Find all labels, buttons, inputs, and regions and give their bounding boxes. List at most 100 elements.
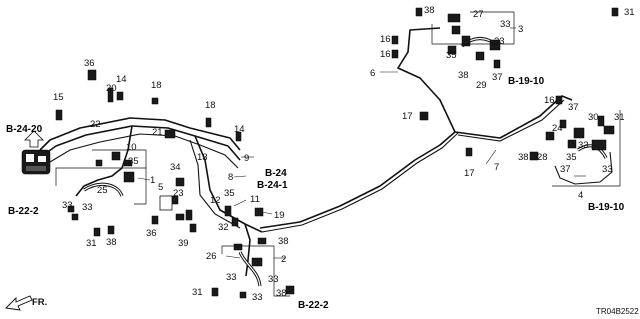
callout-23: 23 bbox=[173, 188, 184, 199]
callout-35a: 35 bbox=[128, 156, 139, 167]
callout-9: 9 bbox=[244, 153, 249, 164]
callout-33d: 33 bbox=[602, 164, 613, 175]
leader-lines bbox=[137, 27, 586, 259]
callout-18a: 18 bbox=[151, 80, 162, 91]
callout-37b: 37 bbox=[568, 102, 579, 113]
callout-33b: 33 bbox=[494, 36, 505, 47]
pipe-right-lower bbox=[554, 151, 613, 185]
callout-14b: 14 bbox=[234, 124, 245, 135]
callout-4: 4 bbox=[578, 190, 583, 201]
callout-36a: 36 bbox=[84, 58, 95, 69]
box-3 bbox=[431, 11, 515, 45]
front-direction-arrow: FR. bbox=[5, 295, 47, 311]
group-boxes bbox=[55, 11, 621, 297]
callout-33a: 33 bbox=[500, 19, 511, 30]
callout-16c: 16 bbox=[544, 95, 555, 106]
abs-modulator bbox=[21, 149, 51, 175]
ref-b-24: B-24 bbox=[265, 168, 287, 179]
callout-37c: 37 bbox=[560, 164, 571, 175]
callout-38c: 38 bbox=[518, 152, 529, 163]
callout-31c: 31 bbox=[86, 238, 97, 249]
callout-31a: 31 bbox=[624, 7, 635, 18]
callout-18b: 18 bbox=[205, 100, 216, 111]
front-arrow-icon bbox=[5, 295, 33, 311]
callout-14a: 14 bbox=[116, 74, 127, 85]
callout-35d: 35 bbox=[224, 188, 235, 199]
pipe-6-to-upper-right bbox=[259, 27, 456, 229]
callout-29: 29 bbox=[476, 80, 487, 91]
small-parts bbox=[55, 7, 619, 299]
callout-24: 24 bbox=[552, 123, 563, 134]
callout-37a: 37 bbox=[492, 72, 503, 83]
callout-16b: 16 bbox=[380, 49, 391, 60]
reference-labels: B-24-20 B-22-2 B-22-2 B-24 B-24-1 B-19-1… bbox=[6, 76, 625, 311]
callout-36b: 36 bbox=[146, 228, 157, 239]
callout-5: 5 bbox=[158, 182, 163, 193]
callout-33h: 33 bbox=[252, 292, 263, 303]
callout-33f: 33 bbox=[82, 202, 93, 213]
callout-20: 20 bbox=[106, 83, 117, 94]
callout-7: 7 bbox=[494, 162, 499, 173]
box-1b bbox=[92, 149, 147, 168]
pipe-down-center bbox=[194, 135, 263, 233]
callout-35b: 35 bbox=[446, 50, 457, 61]
diagram-code: TR04B2522 bbox=[596, 307, 639, 316]
callout-33i: 33 bbox=[268, 274, 279, 285]
pipe-7-parallel bbox=[457, 99, 565, 142]
ref-b-22-2-left: B-22-2 bbox=[8, 206, 39, 217]
callout-34: 34 bbox=[170, 162, 181, 173]
ref-b-19-10-top: B-19-10 bbox=[508, 76, 545, 87]
callout-10: 10 bbox=[126, 142, 137, 153]
pipe-6-parallel bbox=[261, 132, 459, 233]
ref-b-22-2-bottom: B-22-2 bbox=[298, 300, 329, 311]
callout-17a: 17 bbox=[402, 111, 413, 122]
callout-12: 12 bbox=[210, 195, 221, 206]
callout-19: 19 bbox=[274, 210, 285, 221]
callout-33g: 33 bbox=[226, 272, 237, 283]
callout-22: 22 bbox=[90, 119, 101, 130]
box-2 bbox=[221, 245, 290, 297]
callout-39: 39 bbox=[178, 238, 189, 249]
callout-25: 25 bbox=[97, 185, 108, 196]
callout-28: 28 bbox=[537, 152, 548, 163]
callout-27: 27 bbox=[473, 9, 484, 20]
callout-1: 1 bbox=[150, 175, 155, 186]
callout-38e: 38 bbox=[278, 236, 289, 247]
callout-21: 21 bbox=[152, 127, 163, 138]
box-4 bbox=[552, 110, 621, 187]
callout-31b: 31 bbox=[614, 112, 625, 123]
up-arrow-icon bbox=[24, 130, 44, 148]
ref-b-24-20: B-24-20 bbox=[6, 124, 43, 135]
callout-6: 6 bbox=[370, 68, 375, 79]
ref-b-24-1: B-24-1 bbox=[257, 180, 288, 191]
pipe-bundle-lower bbox=[49, 133, 239, 169]
pipe-bundle-upper bbox=[39, 117, 241, 151]
callouts: 1 2 3 4 5 6 7 8 9 10 11 12 13 14 14 15 1… bbox=[53, 5, 635, 303]
callout-8: 8 bbox=[228, 172, 233, 183]
callout-26: 26 bbox=[206, 251, 217, 262]
ref-b-19-10-right: B-19-10 bbox=[588, 202, 625, 213]
pipe-bundle-mid bbox=[41, 125, 241, 161]
callout-16a: 16 bbox=[380, 34, 391, 45]
callout-32: 32 bbox=[218, 222, 229, 233]
callout-3: 3 bbox=[518, 24, 523, 35]
front-arrow-label: FR. bbox=[32, 297, 47, 308]
callout-38d: 38 bbox=[106, 237, 117, 248]
callout-38b: 38 bbox=[458, 70, 469, 81]
callout-17b: 17 bbox=[464, 168, 475, 179]
callout-33c: 33 bbox=[578, 140, 589, 151]
callout-31d: 31 bbox=[192, 287, 203, 298]
callout-33e: 33 bbox=[62, 200, 73, 211]
callout-2: 2 bbox=[281, 254, 286, 265]
pipe-to-lower-hose bbox=[244, 223, 251, 277]
callout-38a: 38 bbox=[424, 5, 435, 16]
pipe-7-to-right bbox=[454, 95, 573, 139]
callout-38f: 38 bbox=[276, 288, 287, 299]
pipe-down-center-2 bbox=[189, 139, 241, 229]
callout-15: 15 bbox=[53, 92, 64, 103]
callout-11: 11 bbox=[250, 194, 260, 205]
callout-35c: 35 bbox=[566, 152, 577, 163]
callout-13: 13 bbox=[197, 152, 208, 163]
